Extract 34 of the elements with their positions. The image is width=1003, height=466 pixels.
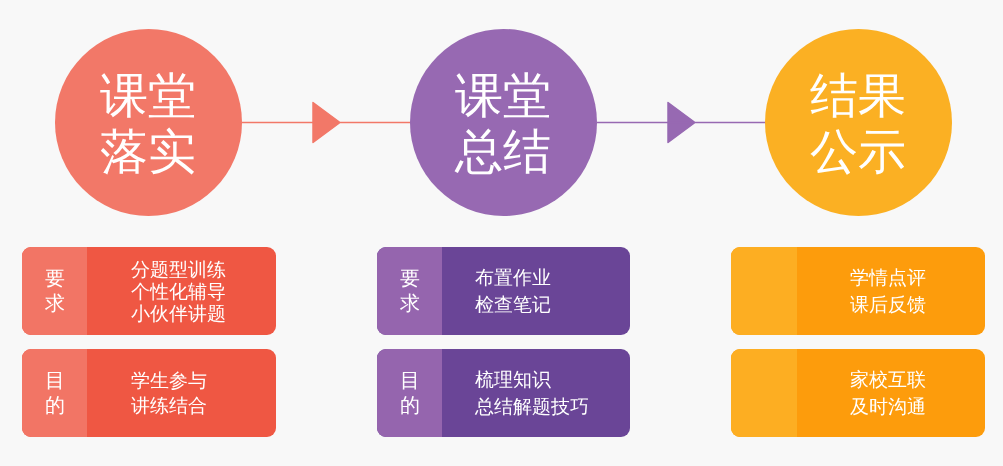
step-title: 结果公示 [809, 66, 908, 179]
step-title: 课堂总结 [454, 66, 553, 179]
card-text: 检查笔记 [475, 292, 551, 317]
info-card [22, 349, 276, 437]
tab-label: 目的 [44, 368, 65, 418]
step-title: 课堂落实 [99, 66, 198, 179]
info-card [377, 349, 630, 437]
card-text: 家校互联 [850, 367, 926, 392]
info-card [377, 247, 630, 335]
card-text: 学情点评 [850, 265, 926, 290]
card-tab [377, 247, 442, 335]
arrow [241, 101, 411, 144]
tab-label: 要求 [44, 266, 65, 316]
card-text: 梳理知识 [475, 367, 551, 392]
info-card [731, 247, 985, 335]
card-text: 课后反馈 [850, 292, 926, 317]
card-text: 布置作业 [475, 265, 551, 290]
card-text: 讲练结合 [131, 393, 207, 418]
card-tab [731, 247, 797, 335]
info-card [731, 349, 985, 437]
card-text: 小伙伴讲题 [131, 302, 226, 324]
card-text: 总结解题技巧 [475, 394, 589, 419]
card-text: 个性化辅导 [131, 280, 226, 302]
info-card [22, 247, 276, 335]
card-tab [22, 349, 87, 437]
card-text: 分题型训练 [131, 258, 226, 280]
card-text: 及时沟通 [850, 394, 926, 419]
card-tab [22, 247, 87, 335]
arrow [596, 101, 766, 144]
card-text: 学生参与 [131, 368, 207, 393]
tab-label: 目的 [399, 368, 420, 418]
card-tab [377, 349, 442, 437]
card-tab [731, 349, 797, 437]
tab-label: 要求 [399, 266, 420, 316]
